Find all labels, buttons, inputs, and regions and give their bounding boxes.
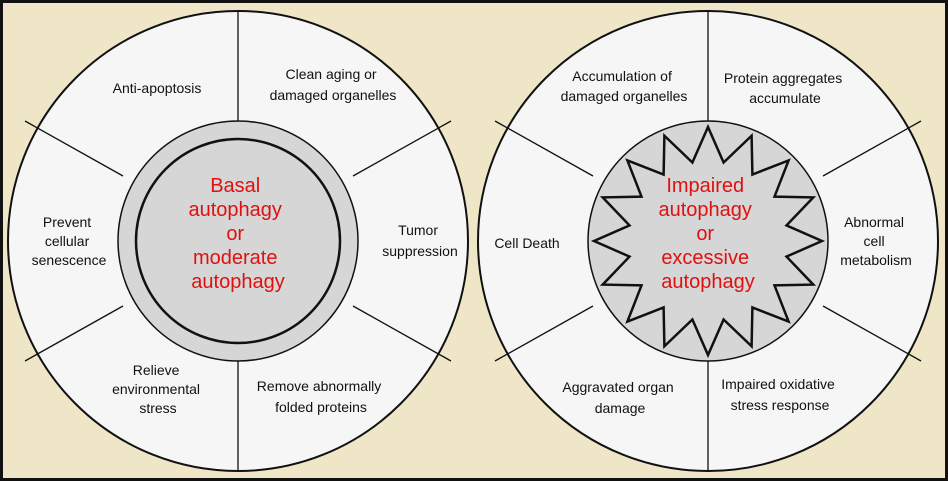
left-segment-label: Prevent cellular senescence <box>32 214 107 268</box>
left-divider <box>24 120 124 177</box>
right-center-label: Impaired autophagy or excessive autophag… <box>659 175 758 293</box>
right-segment-label: Impaired oxidative stress response <box>721 376 839 413</box>
right-divider <box>494 305 594 362</box>
left-segment-label: Relieve environmental stress <box>112 362 204 416</box>
right-segment-label: Abnormal cell metabolism <box>840 214 912 268</box>
right-segment-label: Accumulation of damaged organelles <box>561 68 688 104</box>
left-core-circle <box>134 137 342 345</box>
left-divider <box>352 305 452 362</box>
left-divider <box>24 305 124 362</box>
right-starburst <box>590 123 826 359</box>
right-wheel: Accumulation of damaged organelles Prote… <box>477 10 939 472</box>
left-segment-label: Tumor suppression <box>382 222 458 259</box>
right-segment-label: Aggravated organ damage <box>562 379 677 416</box>
left-segment-label: Anti-apoptosis <box>113 80 202 96</box>
right-divider <box>822 120 922 177</box>
right-segment-label: Cell Death <box>494 235 559 251</box>
right-segment-label: Protein aggregates accumulate <box>724 70 846 106</box>
left-segment-label: Clean aging or damaged organelles <box>270 66 397 103</box>
left-wheel: Anti-apoptosis Clean aging or damaged or… <box>7 10 469 472</box>
right-divider <box>494 120 594 177</box>
right-divider <box>822 305 922 362</box>
left-divider <box>352 120 452 177</box>
left-center-label: Basal autophagy or moderate autophagy <box>189 175 288 293</box>
left-segment-label: Remove abnormally folded proteins <box>257 378 385 415</box>
